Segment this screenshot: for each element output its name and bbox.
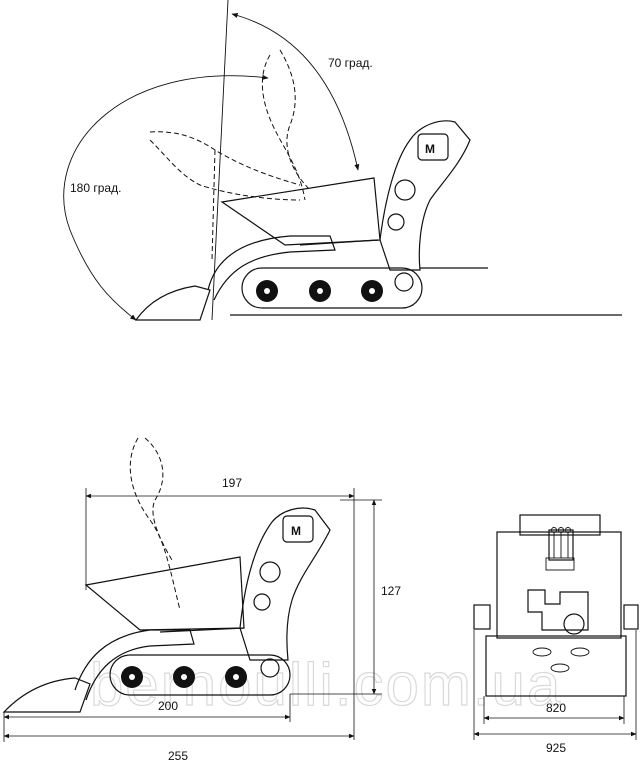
front-main-body (496, 531, 622, 639)
top-loader-view: 70 град. 180 град. M (63, 0, 622, 321)
side-bucket-raised-path-2 (144, 437, 173, 561)
left-track-end (473, 604, 491, 630)
bucket-lowered (134, 285, 211, 321)
arm-dashed (211, 149, 216, 261)
chassis-light-2 (570, 647, 590, 657)
watermark-text: bernoulli.com.ua (90, 651, 562, 718)
drive-sprocket (394, 272, 414, 292)
operator-tower (379, 120, 471, 271)
angle-180-label: 180 град. (70, 181, 121, 195)
side-tower-hole-1 (259, 561, 281, 583)
logo-letter: M (425, 142, 435, 156)
loader-arm (207, 235, 336, 301)
dim-127-label: 127 (381, 584, 401, 598)
front-loader-view: 820 925 (473, 514, 639, 755)
side-logo-letter: M (291, 524, 301, 538)
front-top-panel (519, 514, 601, 536)
dim-197-label: 197 (222, 476, 242, 490)
control-levers (548, 529, 574, 561)
track (241, 267, 423, 309)
engine-pulley (563, 613, 585, 635)
angle-70-label: 70 град. (328, 56, 373, 70)
side-drive-sprocket (260, 658, 280, 678)
engine-block (527, 589, 589, 631)
dim-925-label: 925 (546, 741, 566, 755)
dim-255-label: 255 (168, 749, 188, 763)
control-panel-box (545, 557, 575, 571)
right-track-end (623, 604, 639, 630)
chassis-light-3 (550, 663, 570, 673)
hydraulic-cylinder (299, 239, 379, 246)
side-hydraulic-cylinder (159, 627, 245, 633)
angle-70-arc (231, 13, 360, 171)
side-bucket-raised-path (129, 437, 181, 611)
dim-200-label: 200 (158, 699, 178, 713)
hopper (220, 177, 381, 246)
side-loader-view: 197 127 M 200 (2, 437, 401, 763)
side-operator-tower (239, 507, 331, 661)
side-hopper (84, 556, 245, 631)
bucket-raised-path (261, 54, 306, 201)
side-logo-badge (282, 515, 314, 543)
logo-badge (417, 133, 449, 161)
side-bucket (2, 677, 91, 713)
chassis-light-1 (532, 647, 552, 657)
side-tower-hole-2 (253, 593, 271, 611)
dim-820-label: 820 (546, 701, 566, 715)
bucket-mid-path (149, 131, 301, 186)
side-track (109, 654, 291, 696)
angle-180-arc (63, 74, 269, 321)
tower-hole-1 (394, 179, 416, 201)
front-chassis (485, 635, 627, 697)
tower-hole-2 (387, 213, 405, 231)
bucket-mid-path-2 (149, 139, 301, 201)
